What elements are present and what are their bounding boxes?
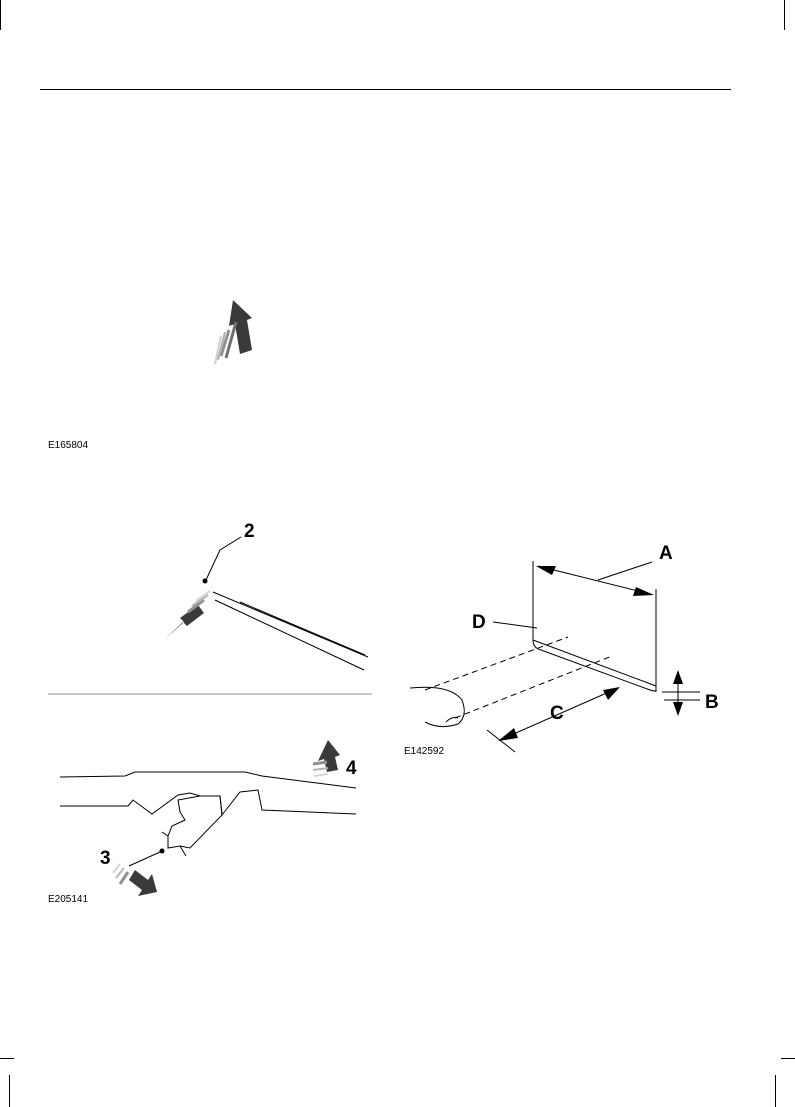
- figure-3-id: E142592: [404, 746, 444, 757]
- label-a: A: [659, 543, 673, 565]
- label-d: D: [472, 612, 486, 634]
- fingertip: [410, 687, 464, 726]
- label-b: B: [705, 692, 719, 714]
- dimension-b: [662, 670, 700, 716]
- dimension-d: [493, 622, 537, 628]
- label-c: C: [550, 703, 564, 725]
- dimension-a: [536, 562, 654, 596]
- sight-lines: [425, 637, 612, 718]
- card-outline: [533, 561, 656, 692]
